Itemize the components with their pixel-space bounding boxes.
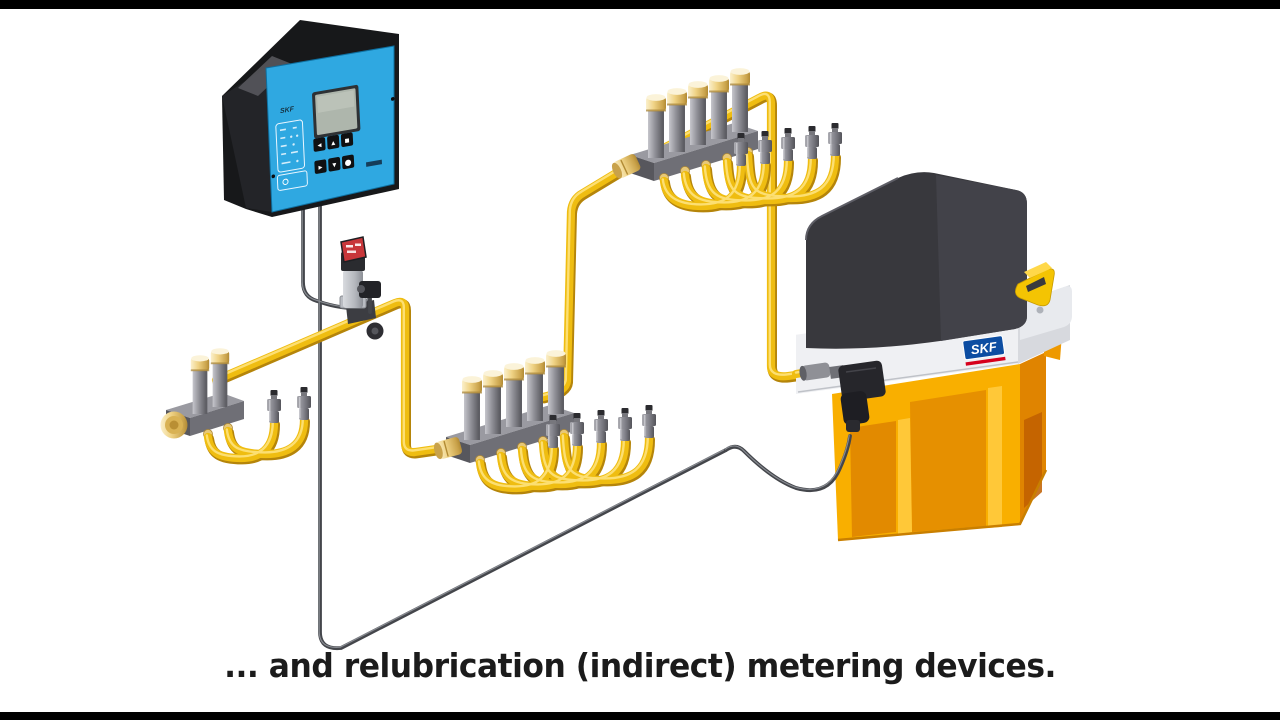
reservoir-window [850, 421, 896, 537]
reservoir-bottom-edge [837, 469, 1048, 542]
metering-device-left [160, 393, 244, 439]
skf-logo-text: SKF [970, 339, 999, 358]
sensor-plug [359, 281, 381, 298]
key-down-icon: ▾ [332, 160, 336, 170]
legend-markings [279, 126, 299, 165]
reservoir-rib [988, 386, 1002, 528]
controller-keypad: ◂ ▴ ▪ ▸ ▾ ● [313, 132, 355, 174]
manifold-block-front-face [654, 131, 758, 181]
motor-side-face [936, 175, 1027, 341]
pump-solenoid-plug [829, 360, 886, 432]
keypad-key [314, 159, 327, 174]
controller-lower-label [276, 170, 308, 191]
panel-screw [271, 174, 276, 179]
key-left-icon: ◂ [317, 140, 321, 150]
keypad-key [340, 132, 354, 148]
skf-logo-red-bar [965, 356, 1006, 366]
skf-logo-blue-box [962, 335, 1006, 361]
letterbox-bar-bottom [0, 712, 1280, 720]
skf-logo-pump: SKF [962, 335, 1006, 366]
sensor-display [340, 236, 367, 263]
key-enter-icon: ▪ [344, 135, 350, 145]
controller-side-face [222, 68, 272, 212]
plate-hole [1036, 306, 1044, 314]
key-up-icon: ▴ [331, 138, 335, 148]
reservoir-rib [898, 418, 912, 534]
keypad-key [341, 154, 355, 170]
reservoir-window [910, 390, 986, 532]
sensor-body [343, 270, 363, 308]
model-label [366, 159, 383, 167]
pressure-switch [339, 236, 384, 340]
skf-logo-controller: SKF [280, 106, 295, 116]
lubrication-control-unit: SKF ◂ ▴ ▪ [222, 20, 399, 217]
caption: ... and relubrication (indirect) meterin… [224, 646, 1056, 685]
controller-legend-label [275, 119, 306, 173]
key-right-icon: ▸ [318, 162, 322, 172]
motor-edge-highlight [805, 177, 899, 241]
pump-outlet-fitting [801, 362, 831, 381]
letterbox-bar-top [0, 0, 1280, 9]
keypad-key [327, 134, 340, 150]
reservoir-side-window [1024, 412, 1042, 508]
keypad-key [313, 137, 326, 152]
manifold-block-front-face [190, 401, 244, 436]
key-ok-icon: ● [344, 157, 351, 167]
panel-screw [390, 97, 395, 101]
lubrication-pump-unit: SKF [724, 172, 1072, 542]
keypad-key [328, 157, 341, 172]
